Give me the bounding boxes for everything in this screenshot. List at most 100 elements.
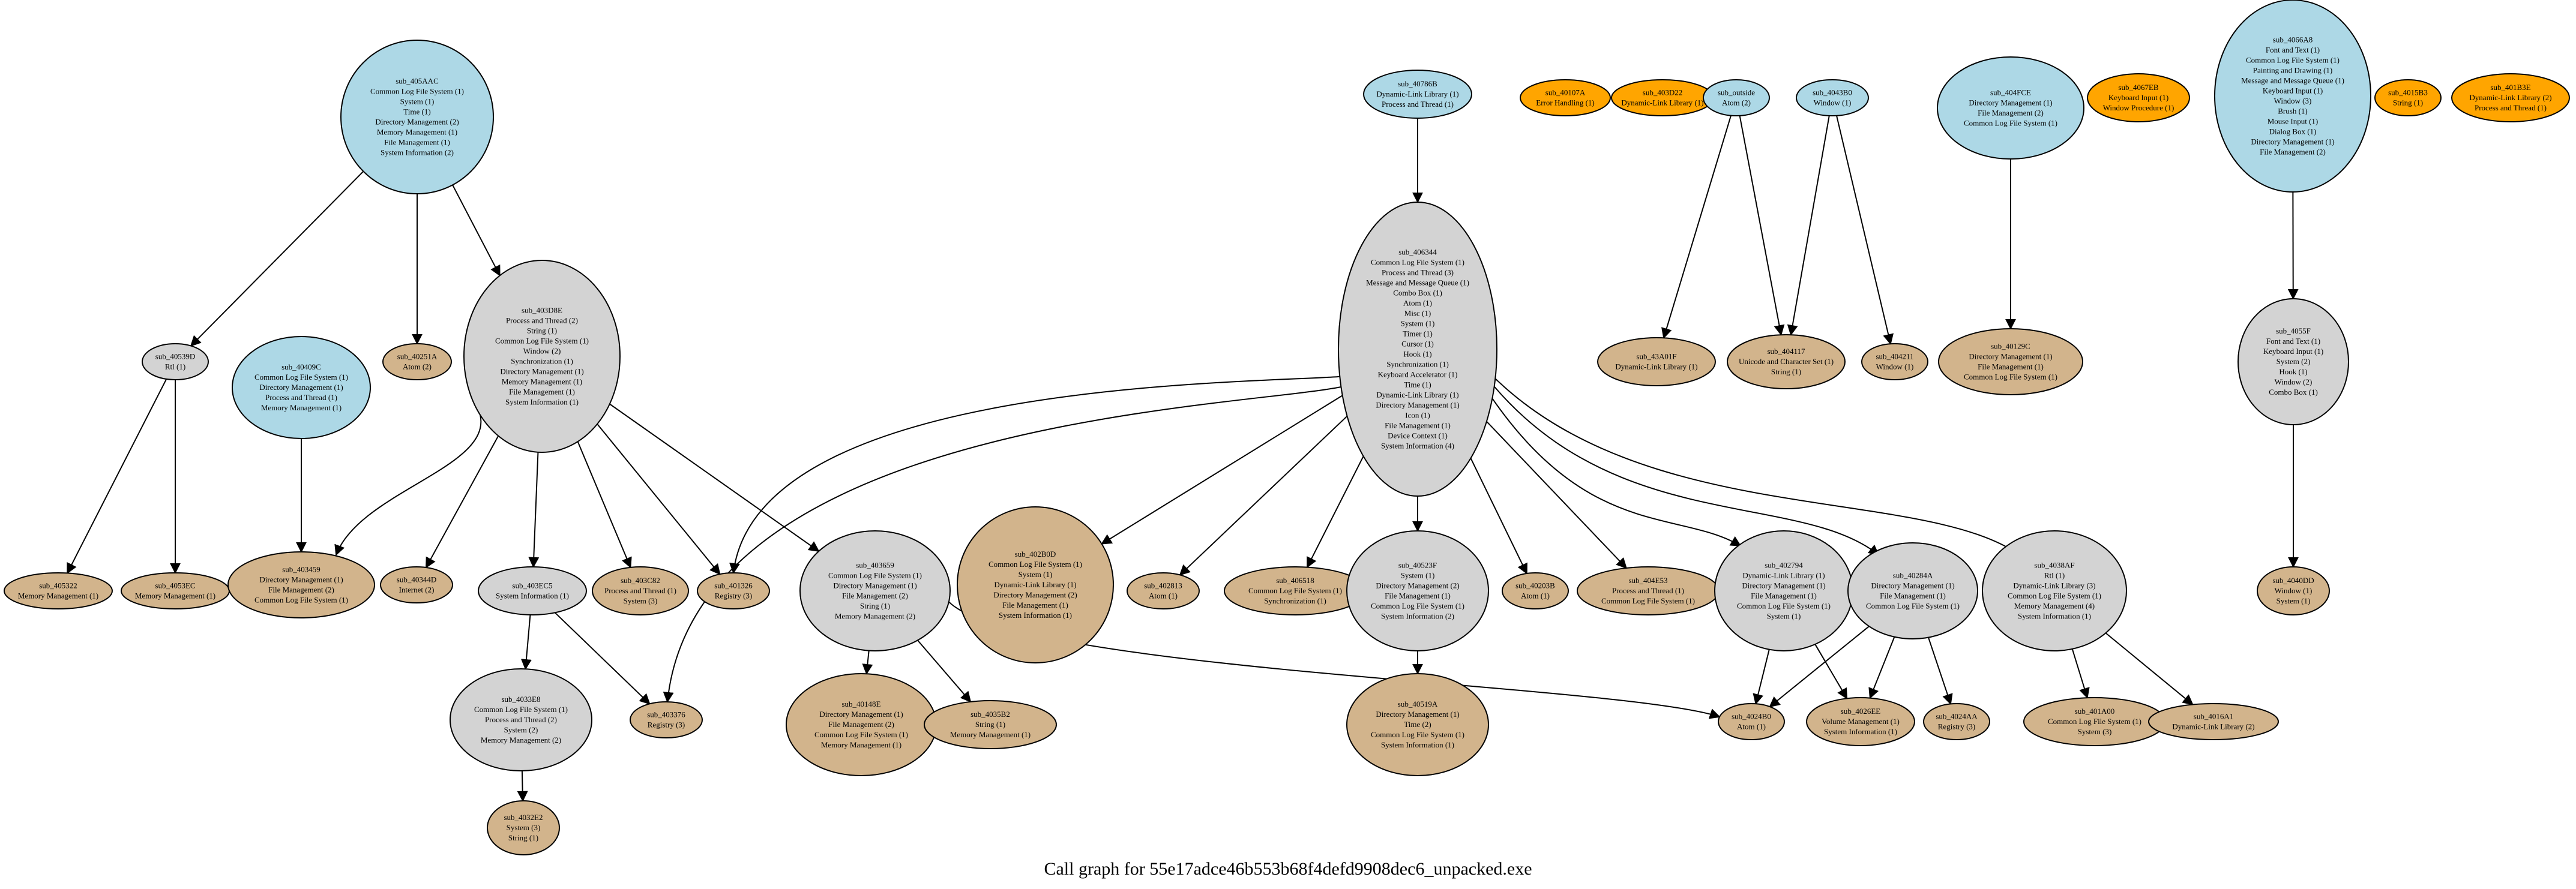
node-api-label: Process and Thread (2) bbox=[506, 316, 578, 325]
edge bbox=[517, 770, 528, 802]
node-api-label: System Information (2) bbox=[1381, 612, 1454, 621]
node-api-label: Memory Management (1) bbox=[377, 128, 457, 137]
node-id-label: sub_4035B2 bbox=[971, 710, 1010, 719]
edge bbox=[1179, 415, 1348, 576]
node-api-label: Font and Text (1) bbox=[2266, 337, 2320, 346]
node-api-label: File Management (1) bbox=[1002, 600, 1068, 609]
edge bbox=[425, 436, 499, 569]
node-api-label: Keyboard Input (1) bbox=[2263, 347, 2323, 356]
node-api-label: System Information (2) bbox=[381, 148, 454, 157]
edge bbox=[1868, 636, 1895, 699]
node-ellipse bbox=[1806, 697, 1915, 746]
node-ellipse bbox=[380, 566, 453, 603]
node-api-label: Window (2) bbox=[2275, 377, 2313, 386]
node-id-label: sub_40251A bbox=[397, 352, 438, 361]
node-api-label: String (1) bbox=[527, 326, 557, 335]
node-api-label: Keyboard Input (1) bbox=[2263, 86, 2323, 95]
node-api-label: Volume Management (1) bbox=[1822, 717, 1900, 726]
node-ellipse bbox=[1346, 530, 1489, 651]
node-api-label: Dynamic-Link Library (3) bbox=[2013, 581, 2095, 590]
node-api-label: System (2) bbox=[2277, 357, 2311, 366]
node-api-label: Process and Thread (1) bbox=[2475, 103, 2547, 112]
node-api-label: Common Log File System (1) bbox=[474, 705, 568, 714]
node-id-label: sub_4016A1 bbox=[2194, 712, 2233, 721]
node-id-label: sub_404E53 bbox=[1629, 576, 1668, 585]
node-id-label: sub_402B0D bbox=[1015, 549, 1056, 558]
edge bbox=[67, 379, 167, 575]
node-api-label: Unicode and Character Set (1) bbox=[1739, 357, 1834, 366]
node-ellipse bbox=[1938, 328, 2083, 395]
node-api-label: System Information (1) bbox=[1824, 727, 1897, 736]
node-ellipse bbox=[1346, 673, 1489, 776]
node-api-label: Dialog Box (1) bbox=[2269, 127, 2317, 136]
edge bbox=[1769, 626, 1870, 708]
node-ellipse bbox=[1597, 337, 1716, 386]
edge bbox=[1836, 115, 1894, 345]
node-ellipse bbox=[1923, 703, 1990, 740]
node-api-label: Directory Management (1) bbox=[2251, 137, 2334, 146]
node-api-label: System Information (1) bbox=[505, 398, 579, 407]
node-id-label: sub_404117 bbox=[1767, 347, 1805, 356]
node-api-label: Process and Thread (1) bbox=[1612, 586, 1684, 595]
node-api-label: Window (1) bbox=[2275, 586, 2313, 595]
node-api-label: Directory Management (1) bbox=[259, 575, 343, 584]
node-id-label: sub_40148E bbox=[842, 699, 881, 708]
node-api-label: Time (1) bbox=[1404, 380, 1431, 389]
node-id-label: sub_403D22 bbox=[1643, 88, 1682, 97]
node-api-label: Memory Management (1) bbox=[18, 591, 98, 600]
node-ellipse bbox=[487, 800, 560, 855]
node-api-label: Message and Message Queue (1) bbox=[1366, 278, 1469, 287]
edge bbox=[597, 424, 721, 575]
